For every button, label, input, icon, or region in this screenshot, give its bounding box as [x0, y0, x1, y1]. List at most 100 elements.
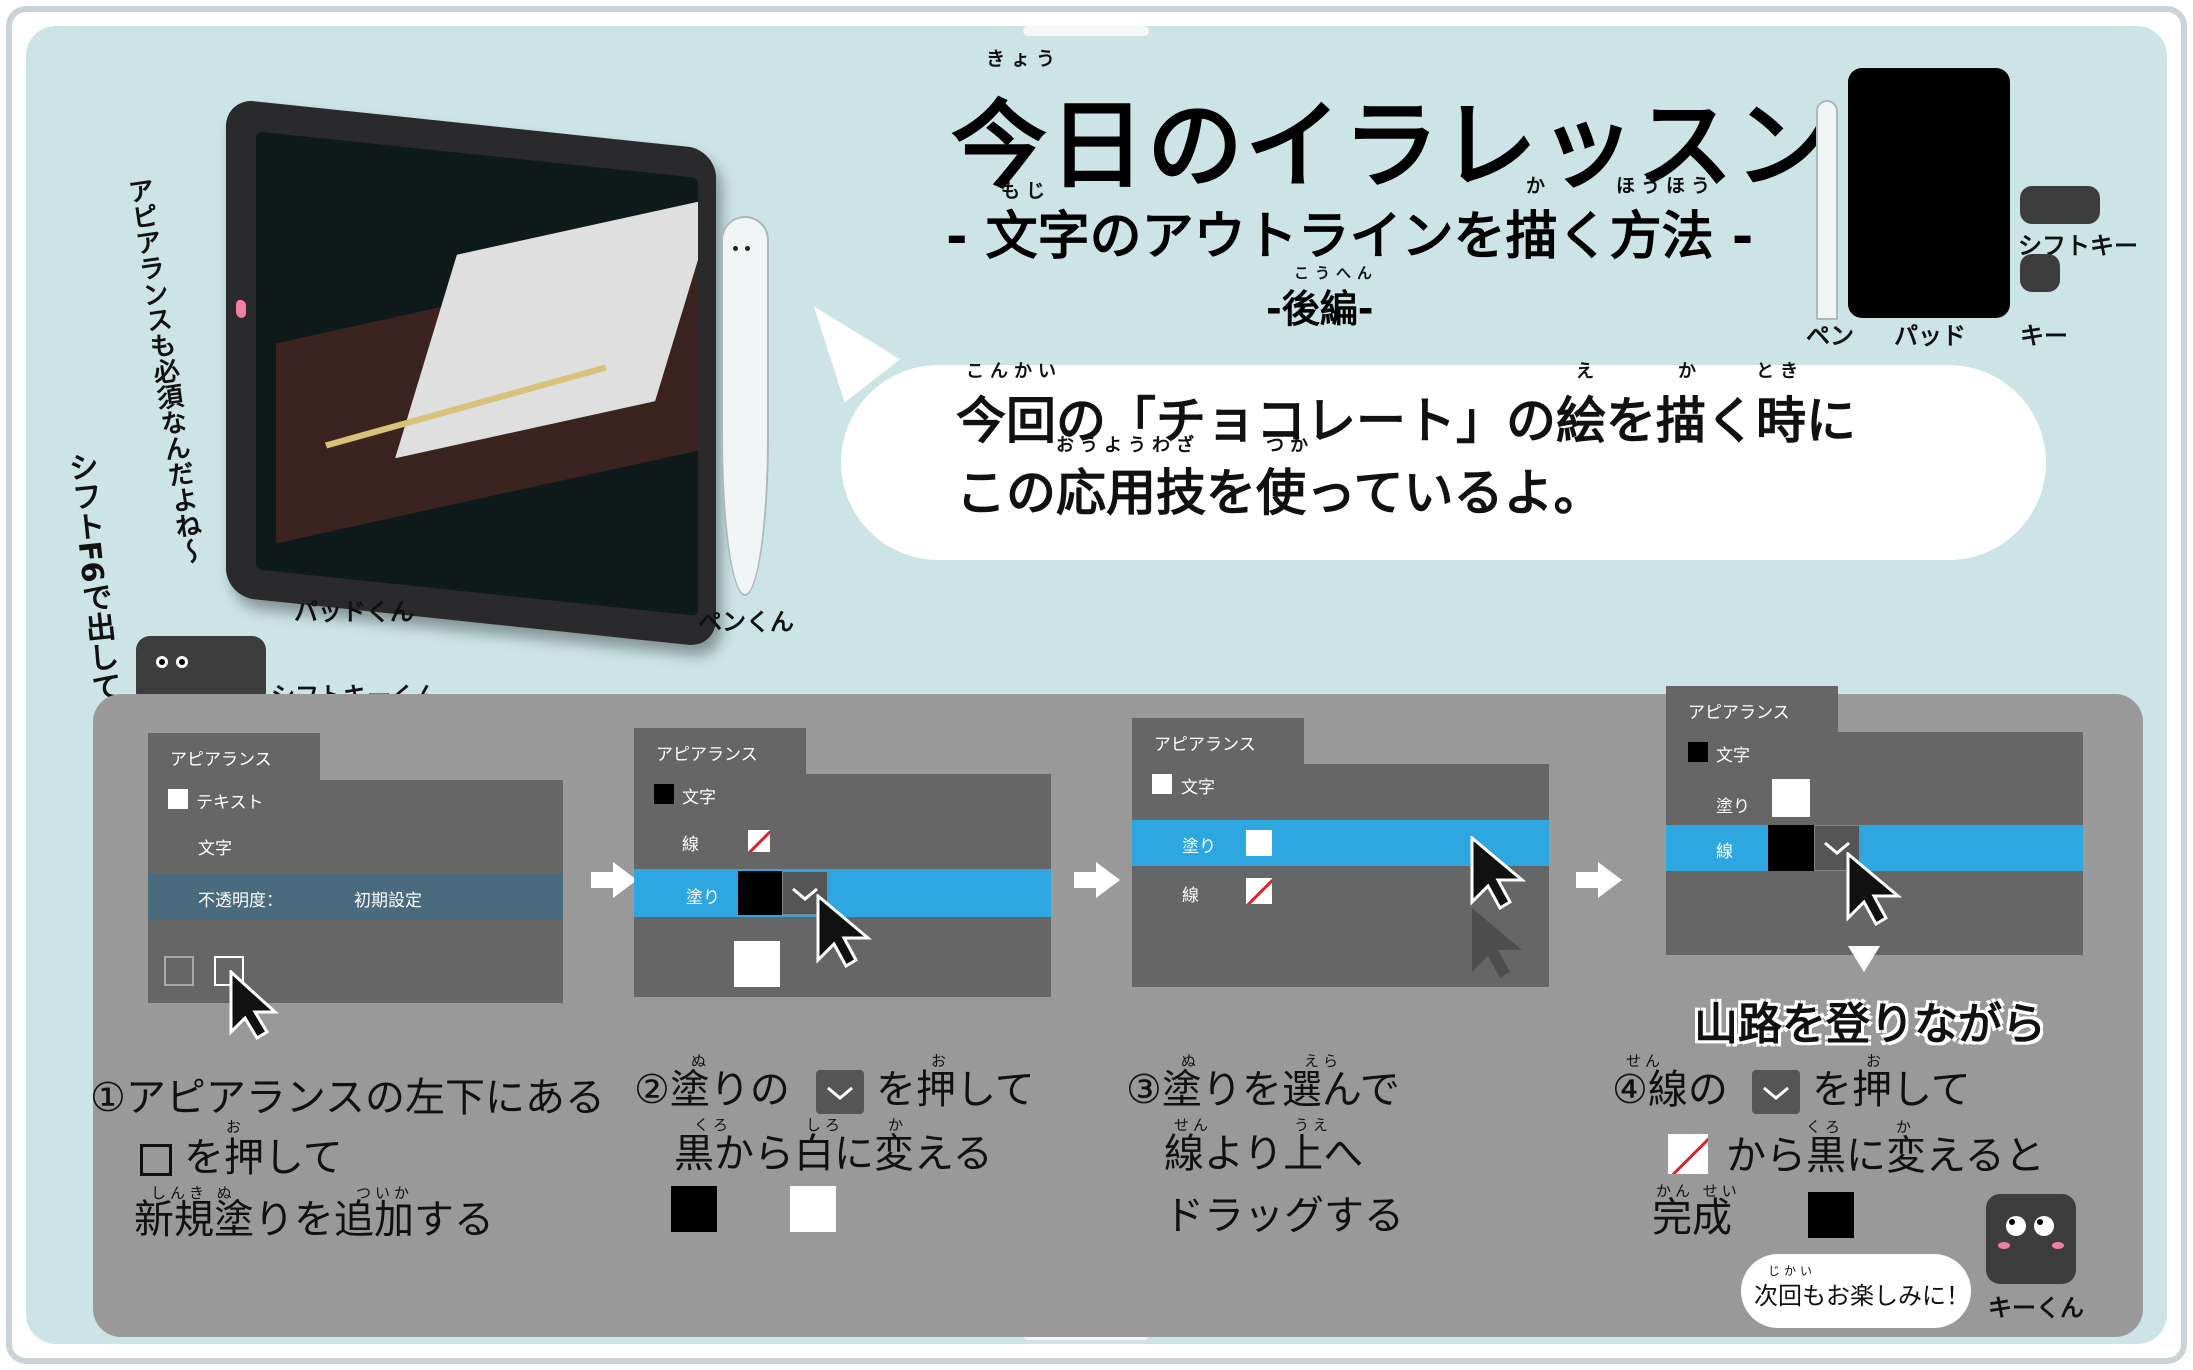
p2-fill-row[interactable] — [634, 869, 1051, 917]
step4-ruby-o: お — [1866, 1052, 1886, 1070]
bubble-ruby-e: え — [1576, 361, 1600, 382]
side-note-shift-f6: シフトF6で出してね — [61, 449, 126, 734]
p1-add-new-fill-button[interactable] — [214, 956, 244, 986]
p2-white-swatch[interactable] — [734, 941, 780, 987]
step2-ruby-o: お — [931, 1052, 951, 1070]
pen-character — [721, 216, 769, 596]
mascot-blush-right — [2052, 1242, 2064, 1249]
p1-cursor-icon — [229, 970, 279, 1040]
speech-bubble — [841, 365, 2046, 560]
board: きょう 今日のイラレッスン もじ か ほうほう - 文字のアウトラインを描く方法… — [26, 26, 2167, 1344]
chevron-down-icon — [827, 1086, 853, 1100]
p1-clear-appearance-button[interactable] — [164, 956, 194, 986]
p4-appearance-tab[interactable]: アピアランス — [1666, 686, 1838, 736]
p1-text-swatch[interactable] — [168, 789, 188, 809]
p4-stroke-swatch[interactable] — [1768, 825, 1814, 871]
step4-line1b: を押して — [1812, 1067, 1971, 1113]
step4-ruby-kuro: くろ — [1806, 1118, 1845, 1136]
part-label: -後編- — [1266, 287, 1374, 331]
p1-opacity-value: 初期設定 — [354, 891, 422, 911]
step2-ruby-kuro: くろ — [694, 1116, 733, 1134]
step2-line2: 黒から白に変える — [674, 1131, 993, 1177]
step1-ruby-o: お — [226, 1118, 246, 1136]
tablet-blush — [236, 299, 246, 319]
step4-chevron-icon — [1752, 1070, 1800, 1114]
step2-ruby-shiro: しろ — [806, 1116, 845, 1134]
page-title: 今日のイラレッスン — [951, 90, 1833, 202]
step4-line2: から黒に変えると — [1726, 1133, 2045, 1179]
pad-character-label: パッドくん — [294, 598, 414, 626]
p2-fill-swatch[interactable] — [738, 871, 782, 915]
step4-ruby-ka: か — [1896, 1118, 1916, 1136]
bubble-ruby-ka: か — [1678, 361, 1702, 382]
arrow-1-2 — [591, 862, 637, 898]
pen-eye-right — [745, 246, 750, 251]
page-subtitle: - 文字のアウトラインを描く方法 - — [946, 207, 1754, 267]
bubble-ruby-ouyou: おうようわざ — [1056, 435, 1200, 456]
key-character-label: キーくん — [1988, 1294, 2084, 1322]
subtitle-ruby-ka: か — [1526, 175, 1552, 197]
p3-cursor-icon — [1470, 836, 1527, 910]
step3-ruby-nu: ぬ — [1181, 1052, 1201, 1070]
step1-line3: 新規塗りを追加する — [134, 1197, 494, 1243]
p3-moji-label: 文字 — [1181, 778, 1215, 798]
p2-stroke-none-swatch[interactable] — [748, 830, 770, 852]
p3-stroke-none-swatch[interactable] — [1246, 878, 1272, 904]
step4-note: 山路を登りながら — [1694, 999, 2046, 1050]
p3-fill-label: 塗り — [1182, 837, 1216, 857]
step4-ruby-kansei: かん せい — [1656, 1182, 1741, 1200]
mascot-eye-left — [2006, 1216, 2026, 1236]
p2-moji-swatch[interactable] — [654, 784, 674, 804]
p4-fill-swatch[interactable] — [1772, 779, 1810, 817]
step4-no-stroke-icon — [1668, 1134, 1708, 1174]
p3-cursor-ghost-icon — [1472, 908, 1522, 978]
legend-shift-key-icon — [2020, 186, 2100, 224]
p1-moji-label: 文字 — [198, 839, 232, 859]
p3-fill-swatch[interactable] — [1246, 830, 1272, 856]
footer-bubble-ruby: じかい — [1768, 1264, 1817, 1278]
step2-chevron-icon — [816, 1070, 864, 1114]
step2-line1a: ②塗りの — [634, 1067, 790, 1113]
step3-ruby-ue: うえ — [1294, 1116, 1333, 1134]
step4-line1a: ④線の — [1612, 1067, 1728, 1113]
p2-moji-label: 文字 — [682, 788, 716, 808]
mascot-eye-right — [2034, 1216, 2054, 1236]
legend-key-icon — [2020, 254, 2060, 292]
subtitle-ruby-houhou: ほうほう — [1616, 175, 1717, 197]
p3-moji-swatch[interactable] — [1152, 774, 1172, 794]
arrow-3-4 — [1576, 862, 1622, 898]
legend-pen-icon — [1816, 100, 1838, 320]
step3-ruby-era: えら — [1304, 1052, 1343, 1070]
bubble-line-1: 今回の「チョコレート」の絵を描く時に — [956, 392, 1856, 450]
key-mascot — [1986, 1194, 2076, 1284]
pen-eye-left — [733, 246, 738, 251]
p1-opacity-label: 不透明度： — [198, 891, 283, 911]
p1-appearance-tab[interactable]: アピアランス — [148, 733, 320, 783]
legend-pad-label: パッド — [1894, 322, 1966, 350]
chevron-down-icon — [1763, 1086, 1789, 1100]
mascot-eye-left — [156, 656, 168, 668]
bubble-ruby-tsuka: つか — [1266, 435, 1314, 456]
p2-fill-label: 塗り — [686, 888, 720, 908]
p2-stroke-label: 線 — [682, 835, 699, 855]
p4-moji-swatch[interactable] — [1688, 742, 1708, 762]
part-ruby: こうへん — [1294, 264, 1379, 282]
p4-moji-label: 文字 — [1716, 746, 1750, 766]
down-arrow-icon — [1848, 946, 1880, 972]
step2-ruby-nu: ぬ — [691, 1052, 711, 1070]
side-note-appearance: アピアランスも必須なんだよね～ — [122, 175, 206, 567]
p2-appearance-tab[interactable]: アピアランス — [634, 728, 806, 778]
subtitle-ruby-moji: もじ — [1001, 180, 1052, 202]
step2-line1b: を押して — [876, 1067, 1035, 1113]
p3-appearance-tab[interactable]: アピアランス — [1132, 718, 1304, 768]
legend-key-label: キー — [2020, 322, 2068, 350]
step2-white-swatch — [790, 1186, 836, 1232]
p4-stroke-row[interactable] — [1666, 825, 2083, 871]
step4-line3: 完成 — [1652, 1195, 1732, 1241]
footer-bubble — [1741, 1254, 1971, 1328]
tablet-illustration — [226, 98, 716, 648]
frame-clip-top — [1021, 26, 1151, 38]
p1-opacity-row[interactable] — [148, 874, 563, 920]
bubble-ruby-toki: とき — [1756, 361, 1804, 382]
step3-line3: ドラッグする — [1164, 1193, 1404, 1239]
